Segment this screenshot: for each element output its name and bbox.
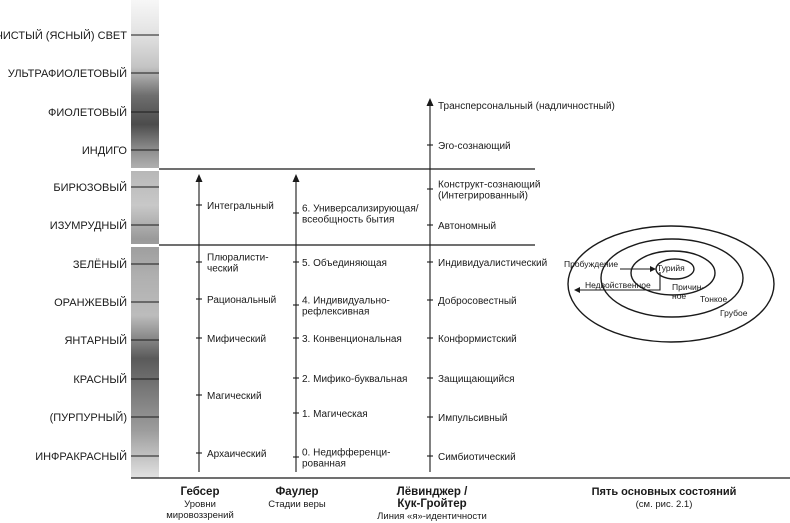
spectrum-label: ОРАНЖЕВЫЙ [54,296,127,309]
subtle-state-ellipse [600,238,744,318]
spectrum-label: ЗЕЛЁНЫЙ [73,258,127,271]
gross-label: Грубое [720,308,748,318]
fowler-axis-arrow [292,174,300,182]
states-title: Пять основных состояний [592,486,737,498]
causal-state-ellipse [630,250,716,296]
spectrum-label: ИНФРАКРАСНЫЙ [35,450,127,463]
gebser-title: Гебсер [181,486,220,498]
level-label: рованная [302,459,346,470]
nondual-label: Недвойственное [585,280,651,290]
level-label: всеобщность бытия [302,214,394,226]
level-label: Индивидуалистический [438,258,547,269]
level-label: Трансперсональный (надличностный) [438,101,615,112]
level-label: Импульсивный [438,413,508,424]
gebser-levels: ИнтегральныйПлюралисти-ческийРациональны… [196,201,276,460]
spectrum-label: ФИОЛЕТОВЫЙ [48,106,127,119]
spectrum-ticks [131,34,159,457]
level-label: 4. Индивидуально- [302,296,390,307]
level-label: Мифический [207,333,266,345]
level-label: Плюралисти- [207,253,269,264]
level-label: 3. Конвенциональная [302,334,402,345]
loevinger-title: Лёвинджер / [397,486,468,498]
loevinger-levels: Трансперсональный (надличностный) Эго-соз… [427,101,615,463]
level-label: ческий [207,264,238,275]
level-label: Архаический [207,449,266,460]
gross-state-ellipse [567,225,775,343]
level-label: Конструкт-сознающий [438,180,540,191]
level-label: 6. Универсализирующая/ [302,204,419,215]
column-headers: Гебсер Уровни мировоззрений Фаулер Стади… [166,486,736,522]
level-label: (Интегрированный) [438,191,528,202]
level-label: 1. Магическая [302,409,368,420]
spectrum-label: КРАСНЫЙ [73,373,127,386]
bar-separator-top [131,168,159,171]
loevinger-subtitle: Линия «я»-идентичности [377,511,487,522]
gebser-axis-arrow [195,174,203,182]
spectrum-label: ИНДИГО [82,145,128,157]
states-subtitle: (см. рис. 2.1) [636,499,693,510]
spectrum-label: БИРЮЗОВЫЙ [53,181,127,194]
loevinger-axis-arrow [426,98,434,106]
causal-label-line2: ное [672,291,686,301]
level-label: рефлексивная [302,306,369,318]
level-label: Эго-сознающий [438,141,511,152]
nondual-bracket [580,272,661,291]
spectrum-label: ЯНТАРНЫЙ [64,334,127,347]
gebser-subtitle-line2: мировоззрений [166,510,234,521]
level-label: Автономный [438,221,496,232]
level-label: Добросовестный [438,295,517,307]
turiya-label: Турийя [657,263,685,273]
level-label: 5. Объединяющая [302,257,387,269]
bar-separator-bottom [131,244,159,247]
level-label: Симбиотический [438,451,516,463]
level-label: 0. Недифференци- [302,447,390,459]
spectrum-label: ЧИСТЫЙ (ЯСНЫЙ) СВЕТ [0,29,127,42]
fowler-title: Фаулер [275,486,318,498]
awakening-label: Пробуждение [564,259,618,269]
causal-label-line1: Причин- [672,282,704,292]
loevinger-title-line2: Кук-Гройтер [397,498,466,510]
nondual-arrow-head [574,287,580,293]
spectrum-label: ИЗУМРУДНЫЙ [50,219,127,232]
level-label: Магический [207,391,262,402]
level-label: Рациональный [207,295,276,306]
color-spectrum-bar [131,0,159,478]
level-label: Интегральный [207,201,274,212]
level-label: Защищающийся [438,374,515,385]
fowler-subtitle: Стадии веры [268,499,326,510]
fowler-levels: 6. Универсализирующая/всеобщность бытия 5… [293,204,419,470]
level-label: Конформистский [438,333,517,345]
spectrum-label: УЛЬТРАФИОЛЕТОВЫЙ [8,67,127,80]
subtle-label: Тонкое [700,294,727,304]
gebser-subtitle-line1: Уровни [184,499,216,510]
spectrum-labels: ЧИСТЫЙ (ЯСНЫЙ) СВЕТ УЛЬТРАФИОЛЕТОВЫЙ ФИОЛЕ… [0,29,127,463]
spectrum-label: (ПУРПУРНЫЙ) [50,411,127,424]
level-label: 2. Мифико-буквальная [302,373,407,385]
awakening-arrow-head [650,266,656,272]
five-states-diagram: Пробуждение Турийя Недвойственное Причин… [564,225,775,343]
